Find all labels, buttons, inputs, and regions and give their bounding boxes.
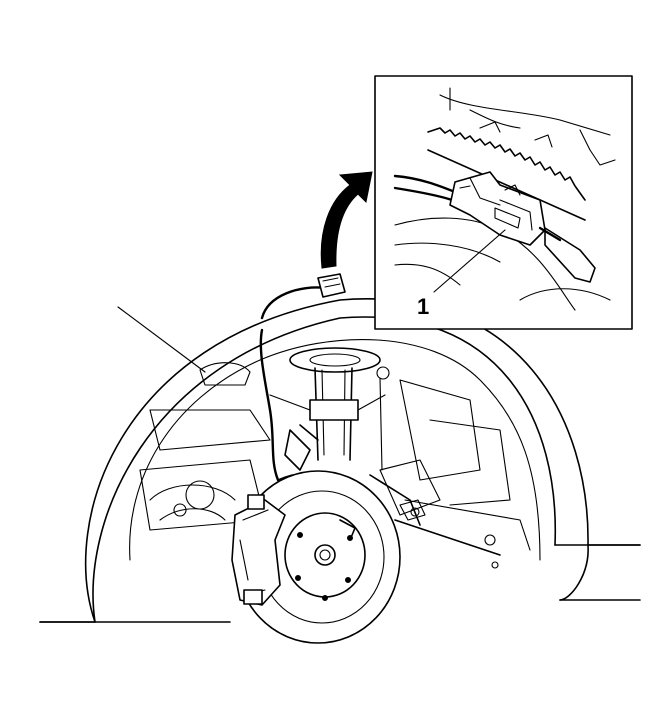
detail-inset bbox=[374, 75, 633, 330]
sensor-connector bbox=[317, 273, 346, 298]
brake-caliper bbox=[231, 494, 286, 606]
knuckle-arm bbox=[369, 474, 501, 556]
wheelhouse-structure bbox=[129, 338, 541, 569]
curved-arrow-icon bbox=[320, 171, 373, 269]
strut-assembly bbox=[269, 347, 390, 471]
callout-1: 1 bbox=[417, 294, 429, 319]
fender-outline bbox=[39, 298, 641, 623]
